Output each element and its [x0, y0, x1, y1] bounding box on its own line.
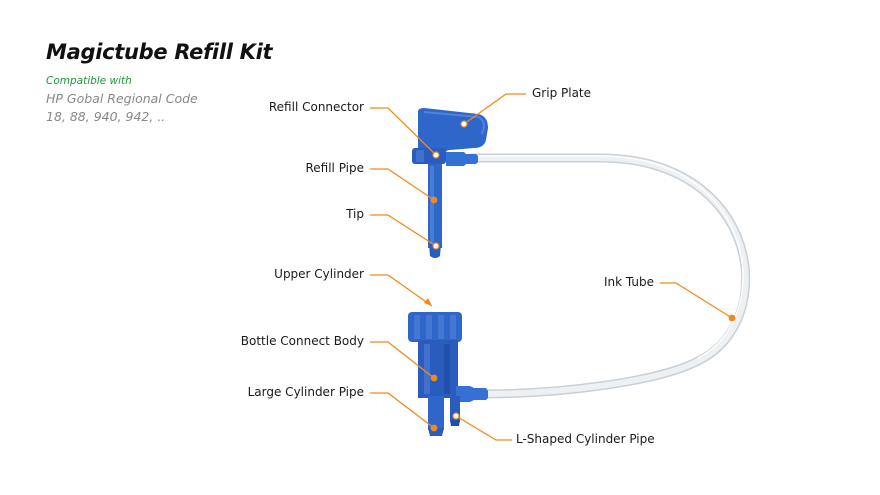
large-cylinder-pipe-shape [428, 396, 444, 430]
codes-line: 18, 88, 940, 942, .. [46, 109, 166, 124]
region-line: HP Gobal Regional Code [46, 91, 198, 106]
leader-bottle-connect-body [370, 341, 435, 379]
refill-connector-part [412, 108, 488, 258]
label-refill-pipe: Refill Pipe [305, 161, 364, 175]
leader-large-cylinder-pipe [370, 392, 435, 429]
dot-refill-connector [432, 151, 440, 159]
label-large-cylinder-pipe: Large Cylinder Pipe [247, 385, 364, 399]
label-ink-tube: Ink Tube [603, 275, 654, 289]
dot-bottle-connect-body [430, 374, 438, 382]
dot-refill-pipe [430, 196, 438, 204]
label-tip: Tip [346, 207, 364, 221]
dot-tip [432, 242, 440, 250]
dot-ink-tube [728, 314, 736, 322]
ink-tube [465, 153, 751, 399]
leader-ink-tube [660, 282, 733, 319]
leader-upper-cylinder [370, 274, 433, 307]
grip-plate-shape [418, 108, 488, 160]
leader-l-shaped-cylinder-pipe [455, 415, 512, 441]
dot-large-cylinder-pipe [430, 424, 438, 432]
label-upper-cylinder: Upper Cylinder [274, 267, 364, 281]
dot-l-shaped-cylinder-pipe [452, 412, 460, 420]
label-grip-plate: Grip Plate [532, 86, 592, 100]
upper-cylinder-shape [408, 312, 462, 342]
page-title: Magictube Refill Kit [46, 40, 273, 64]
label-l-shaped-cylinder-pipe: L-Shaped Cylinder Pipe [516, 432, 655, 446]
label-bottle-connect-body: Bottle Connect Body [240, 334, 364, 348]
l-shaped-connector [456, 386, 488, 402]
leader-grip-plate [463, 93, 526, 125]
leader-tip [370, 214, 437, 247]
dot-grip-plate [460, 120, 468, 128]
compatibility-codes: HP Gobal Regional Code 18, 88, 940, 942,… [46, 90, 198, 126]
leader-refill-connector [370, 107, 437, 156]
l-shaped-cylinder-pipe-shape [450, 396, 460, 422]
leader-endpoints [424, 120, 736, 432]
label-refill-connector: Refill Connector [268, 100, 364, 114]
leader-refill-pipe [370, 168, 435, 201]
bottle-connect-part [408, 312, 488, 436]
side-nozzle [446, 152, 478, 166]
arrow-upper-cylinder [424, 298, 432, 306]
leader-lines [370, 93, 733, 441]
compatible-label: Compatible with [46, 75, 132, 87]
